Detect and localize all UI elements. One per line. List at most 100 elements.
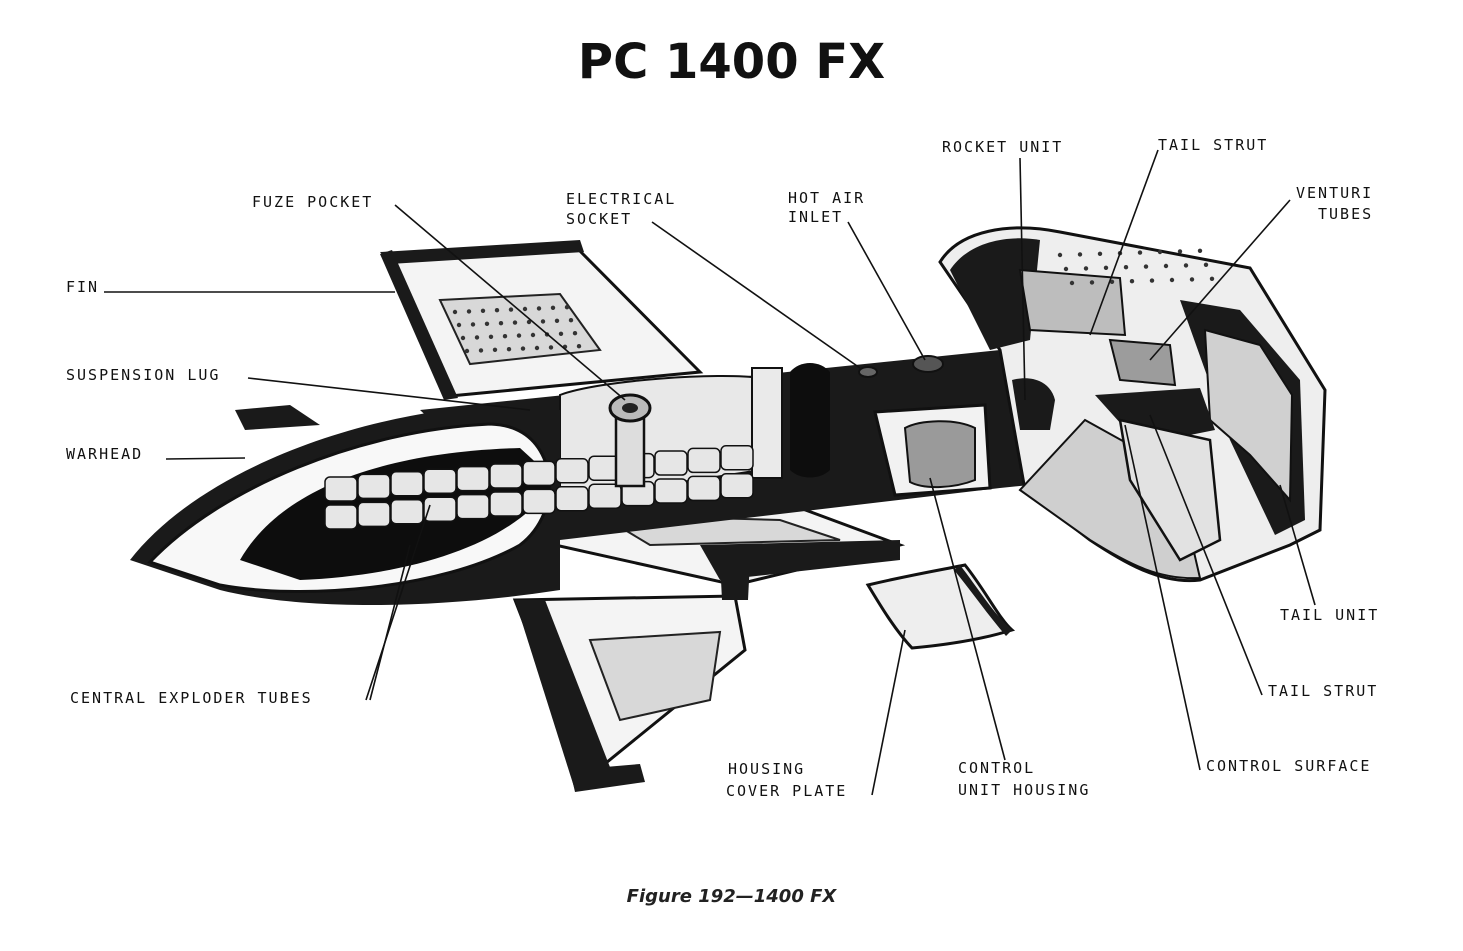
rivet xyxy=(554,318,560,323)
exploder-tube-segment xyxy=(588,483,622,509)
label-electrical-socket-line2: SOCKET xyxy=(566,210,632,228)
rivet xyxy=(558,331,564,336)
rivet xyxy=(512,320,518,325)
rivet xyxy=(470,322,476,327)
exploder-tube-segment xyxy=(555,458,589,484)
rivet xyxy=(1063,266,1069,272)
exploder-tube-segment xyxy=(687,475,721,502)
rivet xyxy=(520,346,526,351)
rivet xyxy=(508,307,514,312)
rivet xyxy=(1183,263,1189,268)
label-central-exploder-tubes: CENTRAL EXPLODER TUBES xyxy=(70,689,313,707)
rivet xyxy=(1197,248,1203,253)
label-suspension-lug: SUSPENSION LUG xyxy=(66,366,220,384)
rivet xyxy=(516,333,522,338)
rivet xyxy=(1069,280,1075,286)
rivet xyxy=(498,321,504,326)
exploder-tube-segment xyxy=(654,478,688,504)
rivet xyxy=(1143,264,1149,269)
label-electrical-socket-line1: ELECTRICAL xyxy=(566,190,676,208)
rivet xyxy=(1103,265,1109,270)
part-labels: FIN SUSPENSION LUG WARHEAD CENTRAL EXPLO… xyxy=(66,136,1378,800)
rivet xyxy=(466,309,472,314)
rivet xyxy=(480,308,486,313)
rivet xyxy=(478,348,484,353)
label-hot-air-inlet-line2: INLET xyxy=(788,208,843,226)
rivet xyxy=(1137,250,1143,255)
rivet xyxy=(1209,276,1215,281)
exploder-tube-segment xyxy=(489,463,523,489)
rivet xyxy=(484,321,490,326)
suspension-lug xyxy=(235,402,546,430)
rivet xyxy=(1149,278,1155,283)
tail-unit xyxy=(938,226,1327,583)
rivet xyxy=(488,334,494,339)
exploder-tube-segment xyxy=(357,501,391,528)
rivet xyxy=(568,318,574,323)
rivet xyxy=(452,309,458,315)
rivet xyxy=(1177,249,1183,254)
rivet xyxy=(1083,266,1089,271)
exploder-tube-segment xyxy=(456,465,490,492)
rivet xyxy=(1157,249,1163,255)
exploder-tube-segment xyxy=(390,499,424,525)
upper-wing xyxy=(380,240,704,400)
rivet xyxy=(1109,279,1115,284)
exploder-tube-segment xyxy=(522,488,556,515)
rivet xyxy=(1077,252,1083,257)
rivet xyxy=(530,332,536,338)
exploder-tube-segment xyxy=(456,493,490,520)
exploder-tube-segment xyxy=(324,476,358,502)
label-warhead: WARHEAD xyxy=(66,445,143,463)
label-housing-cover-plate-line2: COVER PLATE xyxy=(726,782,847,800)
exploder-tube-segment xyxy=(357,473,391,500)
exploder-tube-segment xyxy=(720,473,754,499)
label-rocket-unit: ROCKET UNIT xyxy=(942,138,1063,156)
rivet xyxy=(576,344,582,349)
label-fin: FIN xyxy=(66,278,99,296)
label-venturi-tubes-line1: VENTURI xyxy=(1296,184,1373,202)
exploder-tube-segment xyxy=(423,496,457,522)
label-hot-air-inlet-line1: HOT AIR xyxy=(788,189,865,207)
rivet xyxy=(1089,280,1095,285)
rivet xyxy=(464,348,470,354)
rivet xyxy=(492,347,498,352)
rivet xyxy=(1163,263,1169,269)
label-tail-strut-bottom: TAIL STRUT xyxy=(1268,682,1378,700)
exploder-tube-segment xyxy=(423,468,457,494)
housing-cover-plate xyxy=(865,563,1016,650)
rivet xyxy=(526,319,532,325)
rivet xyxy=(540,319,546,324)
rivet xyxy=(1123,265,1129,270)
exploder-tube-segment xyxy=(555,486,589,512)
exploder-tube-segment xyxy=(654,450,688,476)
rivet xyxy=(1169,277,1175,283)
rivet xyxy=(494,308,500,313)
exploder-tube-segment xyxy=(489,491,523,517)
rivet xyxy=(460,335,466,341)
label-control-surface: CONTROL SURFACE xyxy=(1206,757,1371,775)
figure-caption: Figure 192—1400 FX xyxy=(626,886,837,907)
rivet xyxy=(534,345,540,351)
label-fuze-pocket: FUZE POCKET xyxy=(252,193,373,211)
rivet xyxy=(1129,279,1135,284)
leader-lines xyxy=(104,149,1316,796)
warhead-nose xyxy=(130,405,754,605)
exploder-tube-segment xyxy=(687,447,721,474)
rivet xyxy=(550,305,556,310)
rivet xyxy=(564,305,570,310)
label-venturi-tubes-line2: TUBES xyxy=(1318,205,1373,223)
fuze-pocket xyxy=(608,393,652,488)
rivet xyxy=(1057,252,1063,258)
rivet xyxy=(1203,262,1209,267)
lower-wing xyxy=(512,594,747,792)
rivet xyxy=(572,331,578,336)
rivet xyxy=(456,322,462,328)
rivet xyxy=(536,306,542,311)
rivet xyxy=(506,347,512,352)
label-control-unit-housing-line2: UNIT HOUSING xyxy=(958,781,1090,799)
label-control-unit-housing-line1: CONTROL xyxy=(958,759,1035,777)
label-tail-strut-top: TAIL STRUT xyxy=(1158,136,1268,154)
rivet xyxy=(1189,277,1195,282)
